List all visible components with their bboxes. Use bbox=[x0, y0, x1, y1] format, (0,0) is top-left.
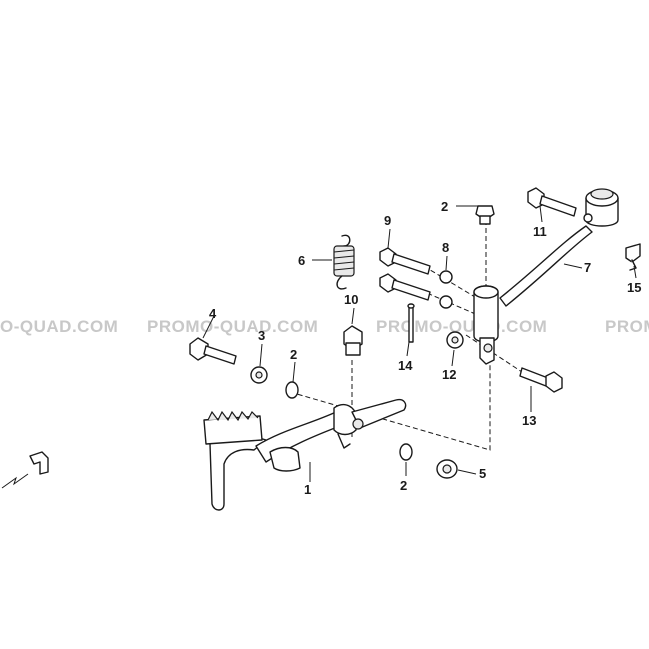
adjuster-nut-10 bbox=[343, 325, 363, 356]
clip-15 bbox=[625, 243, 641, 271]
callout-labels: 1 2 2 2 3 4 5 6 7 8 9 10 11 12 13 14 15 bbox=[209, 199, 641, 497]
callout-9: 9 bbox=[384, 213, 391, 228]
leader-lines bbox=[202, 205, 637, 482]
callout-6: 6 bbox=[298, 253, 305, 268]
reservoir-7 bbox=[583, 188, 619, 227]
callout-15: 15 bbox=[627, 280, 641, 295]
callout-8: 8 bbox=[442, 240, 449, 255]
brake-hose-7 bbox=[499, 225, 593, 307]
callout-14: 14 bbox=[398, 358, 413, 373]
washer-2b bbox=[399, 443, 413, 461]
washer-5 bbox=[436, 459, 458, 479]
watermark: PROMO bbox=[605, 317, 649, 336]
watermark: O-QUAD.COM bbox=[0, 317, 118, 336]
callout-5: 5 bbox=[479, 466, 486, 481]
flange-bolt-2c bbox=[475, 205, 495, 225]
callout-11: 11 bbox=[533, 224, 547, 239]
front-direction-icon bbox=[1, 451, 49, 489]
pivot-bolt-4 bbox=[189, 337, 237, 365]
callout-2: 2 bbox=[441, 199, 448, 214]
banjo-bolt-11 bbox=[527, 187, 577, 217]
callout-7: 7 bbox=[584, 260, 591, 275]
callout-10: 10 bbox=[344, 292, 358, 307]
callout-4: 4 bbox=[209, 306, 217, 321]
watermark: PROMO-QUAD.COM bbox=[376, 317, 547, 336]
return-spring-6 bbox=[333, 234, 355, 290]
bolts-9 bbox=[379, 247, 431, 301]
callout-3: 3 bbox=[258, 328, 265, 343]
washer-3 bbox=[250, 366, 268, 384]
callout-12: 12 bbox=[442, 367, 456, 382]
brake-pedal bbox=[203, 398, 407, 511]
master-cylinder bbox=[473, 285, 499, 365]
cotter-pin-14 bbox=[407, 303, 415, 343]
callout-1: 1 bbox=[304, 482, 311, 497]
washer-8 bbox=[439, 270, 453, 309]
bolt-13 bbox=[519, 367, 563, 393]
callout-2: 2 bbox=[290, 347, 297, 362]
callout-13: 13 bbox=[522, 413, 536, 428]
watermark: PROMO-QUAD.COM bbox=[147, 317, 318, 336]
washer-12 bbox=[446, 331, 464, 349]
washer-2a bbox=[285, 381, 299, 399]
callout-2: 2 bbox=[400, 478, 407, 493]
